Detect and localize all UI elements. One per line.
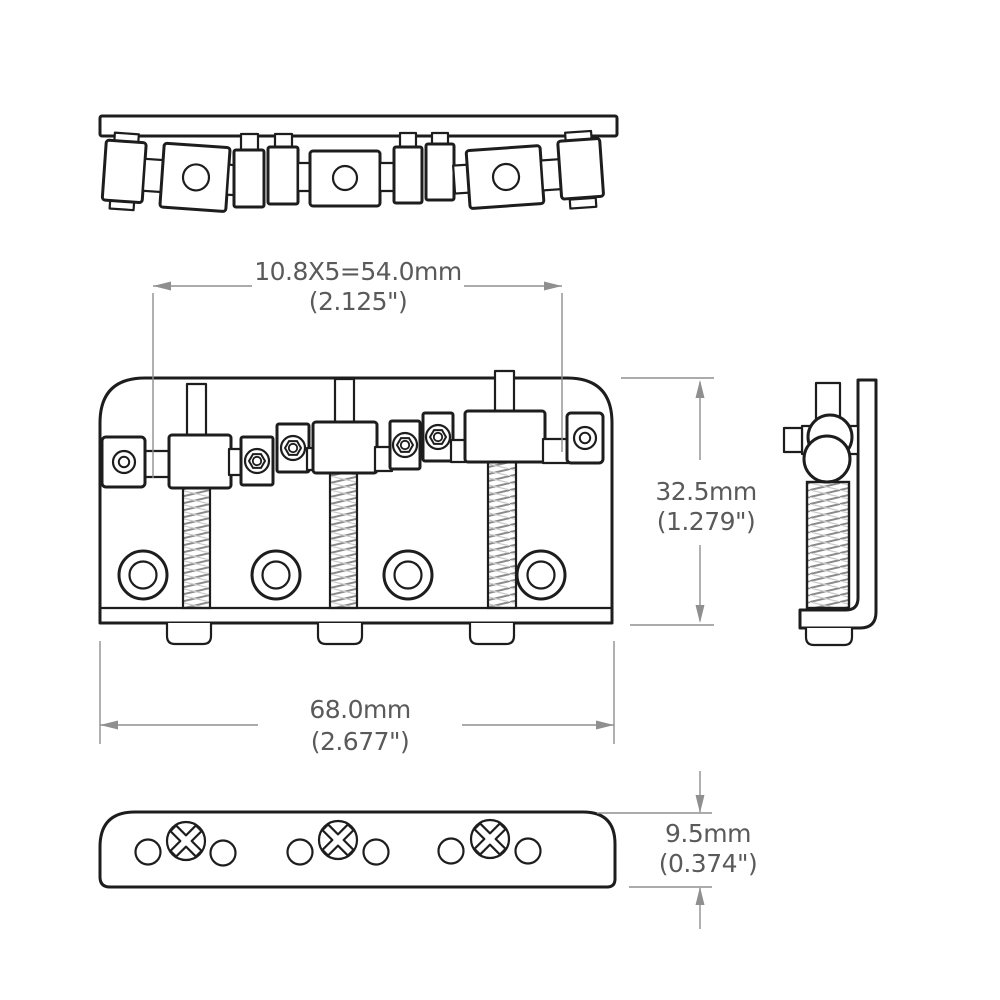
height-adjust-post	[493, 369, 516, 415]
hex-nut	[424, 423, 452, 451]
nut-block	[266, 145, 300, 206]
nut-blocks-right	[392, 131, 456, 205]
intonation-spring	[328, 470, 359, 610]
screw-hole	[362, 838, 390, 866]
string-hole	[515, 549, 567, 601]
screw-hole	[437, 837, 465, 865]
height-adjust-post	[333, 377, 356, 426]
arrow-right-icon	[596, 720, 614, 730]
dimension-saddle-spacing: 10.8X5=54.0mm (2.125")	[152, 257, 563, 478]
dimension-label-metric: 10.8X5=54.0mm	[254, 257, 462, 286]
saddle-block	[463, 409, 547, 464]
string-hole	[250, 549, 302, 601]
string-hole	[117, 549, 169, 601]
nut-block	[424, 142, 456, 202]
arrow-up-icon	[695, 887, 705, 905]
dimension-plate-thickness: 9.5mm (0.374")	[597, 771, 758, 929]
screw-neck	[143, 449, 173, 479]
mounting-tab	[804, 628, 854, 647]
saddle-hole	[491, 162, 521, 192]
dimension-label-metric: 32.5mm	[655, 477, 756, 506]
saddle-assembly-left	[100, 131, 243, 213]
dimension-label-metric: 9.5mm	[665, 819, 751, 848]
bottom-view	[98, 810, 617, 889]
nut-blocks-left	[232, 132, 300, 209]
saddle-block	[311, 420, 379, 475]
arrow-left-icon	[153, 281, 171, 291]
arrow-down-icon	[695, 605, 705, 623]
saddle-assembly-right	[452, 129, 605, 210]
screw-head-block	[556, 137, 605, 201]
dimension-label-imperial: (0.374")	[659, 849, 758, 878]
dimension-label-imperial: (1.279")	[657, 507, 756, 536]
mounting-tab	[165, 623, 213, 646]
string-hole	[382, 549, 434, 601]
dimension-label-imperial: (2.677")	[311, 727, 410, 756]
screw-hole	[514, 837, 542, 865]
screw-head-eye	[572, 425, 598, 451]
intonation-spring	[805, 480, 851, 610]
hex-nut	[279, 434, 307, 462]
intonation-screw-head	[782, 426, 804, 454]
height-adjust-post	[185, 382, 208, 439]
saddle-barrel	[802, 434, 852, 484]
screw-head-eye	[111, 449, 137, 475]
saddle-assembly-middle	[296, 149, 396, 208]
intonation-spring	[486, 459, 518, 610]
screw-neck	[378, 161, 396, 193]
side-view	[782, 378, 878, 647]
screw-neck	[541, 437, 571, 465]
mounting-tab	[468, 623, 516, 646]
nut-block	[392, 145, 424, 205]
saddle-hole	[331, 164, 359, 192]
arrow-left-icon	[100, 720, 118, 730]
screw-head-block	[100, 138, 148, 205]
screw-hole	[209, 839, 237, 867]
hex-nut	[243, 447, 271, 475]
dimension-height: 32.5mm (1.279")	[621, 377, 757, 626]
plate-l-profile	[798, 378, 878, 630]
dimension-label-imperial: (2.125")	[309, 287, 408, 316]
saddle-hole	[181, 163, 211, 192]
screw-hole	[286, 838, 314, 866]
nut-block	[232, 148, 266, 209]
arrow-down-icon	[695, 795, 705, 813]
dimension-width: 68.0mm (2.677")	[99, 641, 615, 756]
bridge-back-wall-bar	[98, 114, 619, 138]
mounting-tab	[316, 623, 364, 646]
top-view	[98, 114, 619, 213]
dimension-label-metric: 68.0mm	[309, 695, 410, 724]
saddle-block	[167, 433, 233, 490]
hex-nut	[391, 431, 419, 459]
arrow-right-icon	[544, 281, 562, 291]
intonation-spring	[181, 485, 212, 610]
front-view	[98, 369, 614, 646]
arrow-up-icon	[695, 380, 705, 398]
screw-neck	[296, 161, 312, 193]
screw-hole	[134, 838, 162, 866]
